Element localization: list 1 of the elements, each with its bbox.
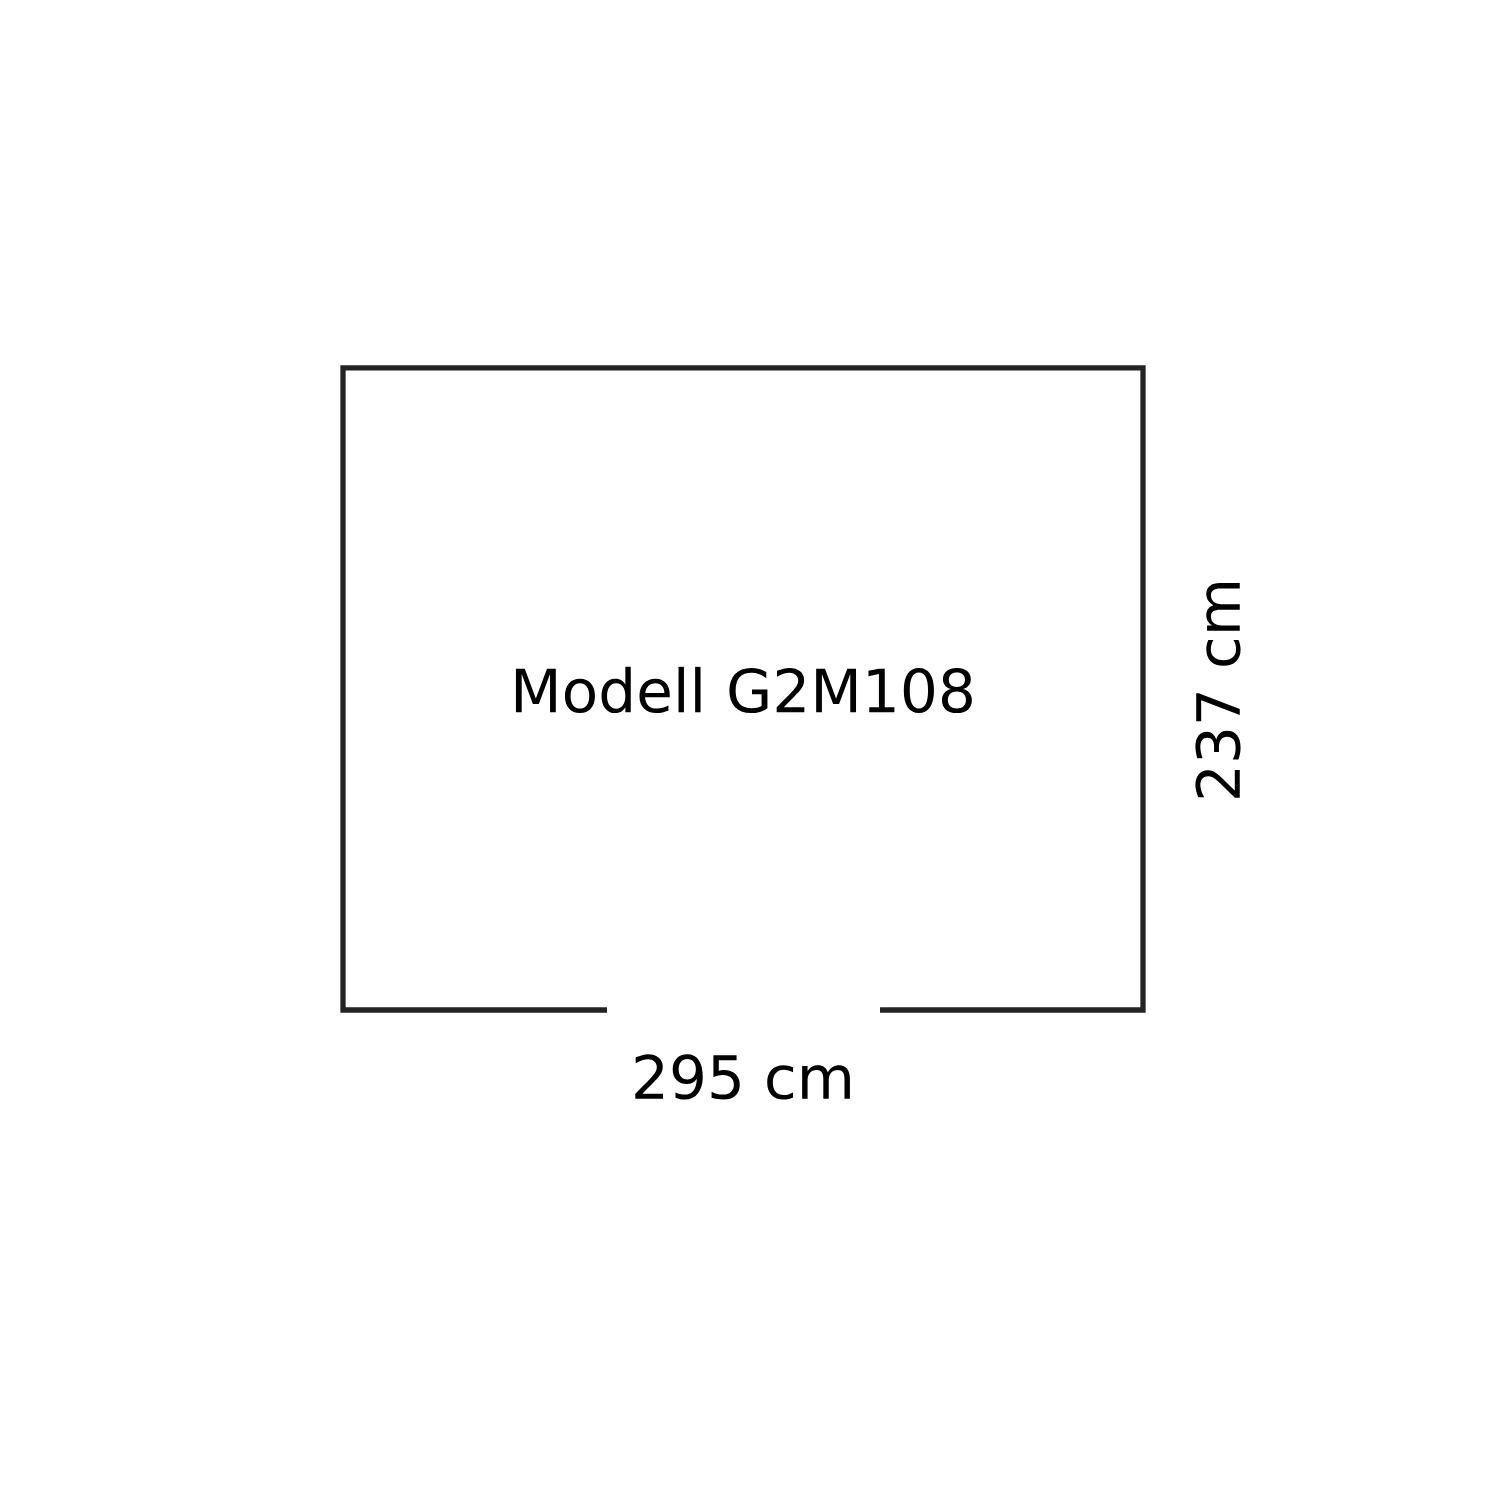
floor-plan-outline: Modell G2M108 [340, 365, 1146, 1013]
